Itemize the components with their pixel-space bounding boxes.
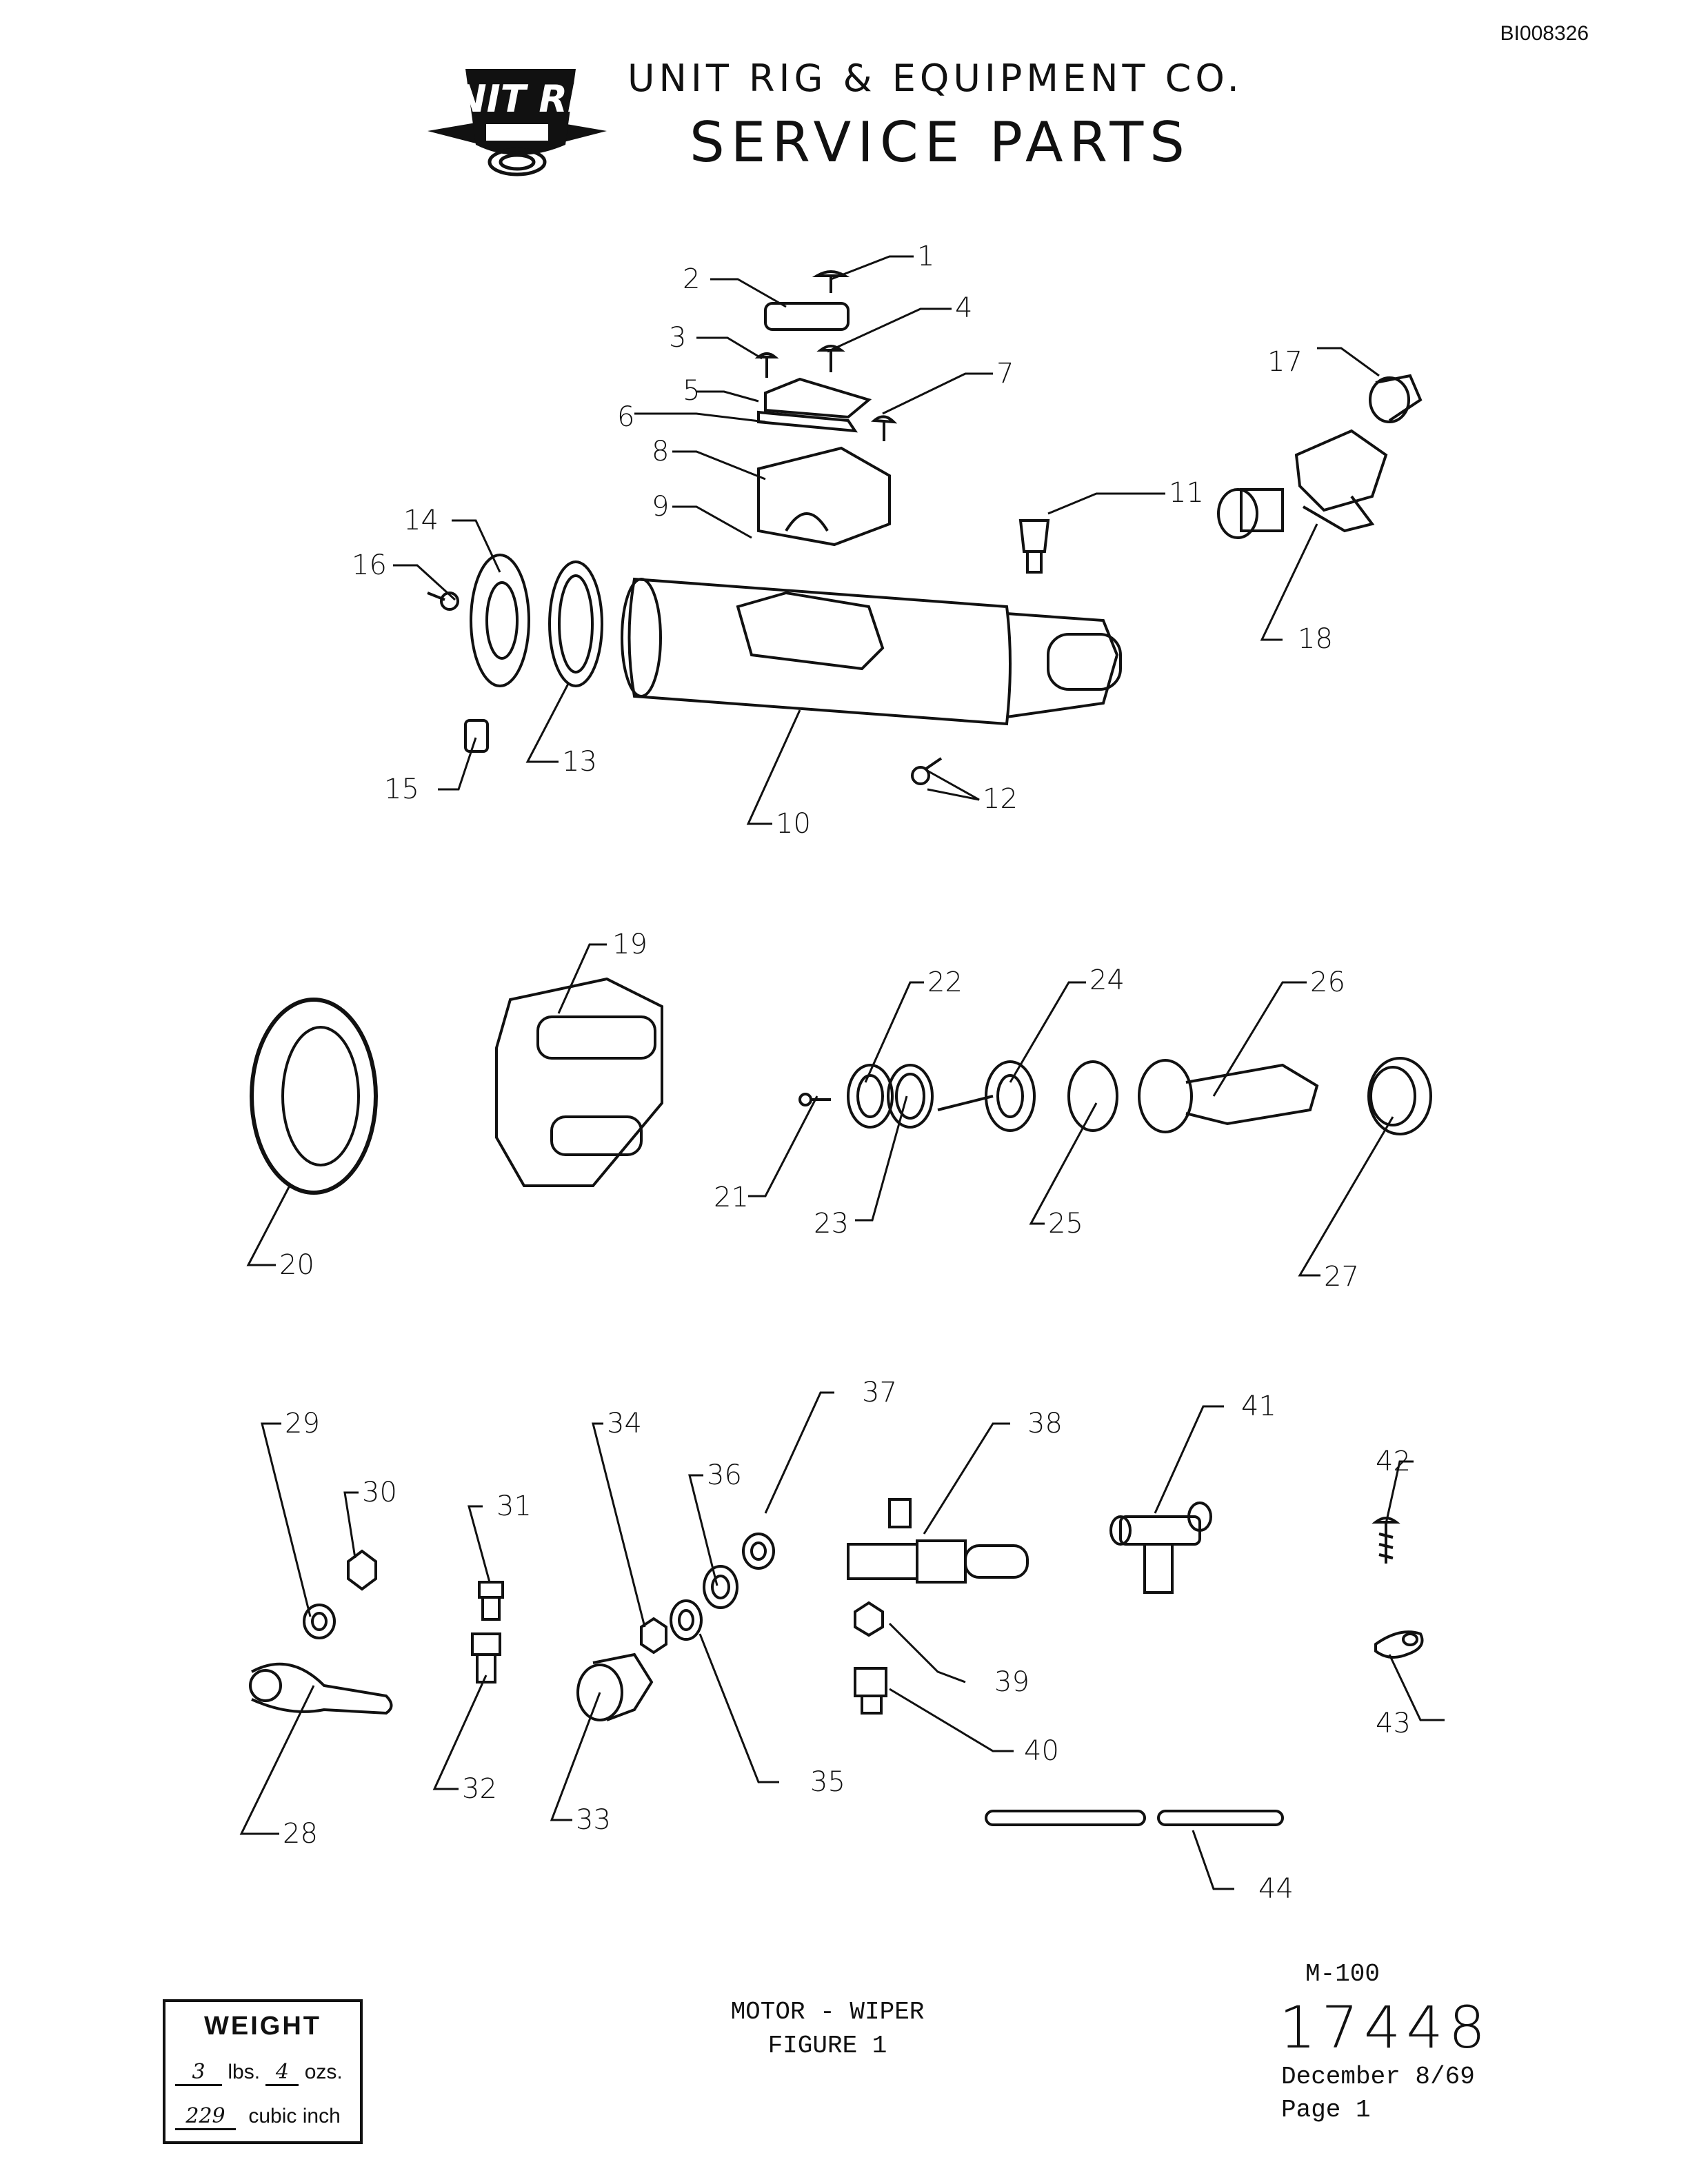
weight-lbs-value: 3 <box>175 2060 222 2086</box>
callout-20: 20 <box>279 1249 314 1281</box>
callout-15: 15 <box>384 774 419 805</box>
weight-ozs-unit: ozs. <box>304 2061 343 2083</box>
callout-23: 23 <box>814 1208 849 1240</box>
figure-caption: MOTOR - WIPER FIGURE 1 <box>662 1998 993 2060</box>
page-number: Page 1 <box>1281 2096 1371 2124</box>
unit-rig-logo: UNIT RIG <box>425 62 612 179</box>
callout-33: 33 <box>576 1804 611 1836</box>
callout-37: 37 <box>862 1377 897 1408</box>
callout-18: 18 <box>1298 623 1333 655</box>
callout-26: 26 <box>1310 967 1345 998</box>
weight-title: WEIGHT <box>204 2012 321 2041</box>
callout-35: 35 <box>810 1766 845 1798</box>
callout-32: 32 <box>462 1773 497 1805</box>
callout-30: 30 <box>362 1477 397 1508</box>
callout-27: 27 <box>1324 1261 1359 1293</box>
callout-38: 38 <box>1027 1408 1063 1439</box>
logo-text: UNIT RIG <box>428 77 607 121</box>
callout-7: 7 <box>996 358 1014 390</box>
callout-21: 21 <box>714 1182 749 1213</box>
weight-box: WEIGHT 3 lbs. 4 ozs. 229 cubic inch <box>163 1999 363 2144</box>
weight-volume: 229 cubic inch <box>175 2104 341 2130</box>
weight-ozs-value: 4 <box>265 2060 299 2086</box>
callout-34: 34 <box>607 1408 642 1439</box>
leader-lines <box>239 255 1445 1890</box>
callout-43: 43 <box>1376 1708 1411 1739</box>
callout-28: 28 <box>283 1818 318 1850</box>
caption-line-1: MOTOR - WIPER <box>730 1998 925 2026</box>
callout-22: 22 <box>927 967 963 998</box>
volume-value: 229 <box>175 2104 236 2130</box>
callout-1: 1 <box>917 241 934 272</box>
callout-10: 10 <box>776 808 811 840</box>
weight-lbs-ozs: 3 lbs. 4 ozs. <box>175 2060 343 2086</box>
callout-9: 9 <box>652 491 669 523</box>
page-title: SERVICE PARTS <box>690 110 1191 174</box>
callout-labels: 1 2 3 4 5 6 7 8 9 10 11 12 13 14 15 16 1… <box>279 241 1411 1905</box>
callout-13: 13 <box>562 746 597 778</box>
callout-17: 17 <box>1267 346 1303 378</box>
callout-40: 40 <box>1024 1735 1059 1767</box>
model-number: M-100 <box>1305 1960 1380 1988</box>
company-name: UNIT RIG & EQUIPMENT CO. <box>627 57 1243 100</box>
callout-3: 3 <box>669 322 686 354</box>
callout-4: 4 <box>955 292 972 324</box>
callout-14: 14 <box>403 505 439 536</box>
page-date: December 8/69 <box>1281 2063 1475 2091</box>
part-number: 17448 <box>1279 1994 1491 2061</box>
weight-lbs-unit: lbs. <box>228 2061 261 2083</box>
callout-25: 25 <box>1048 1208 1083 1240</box>
caption-line-2: FIGURE 1 <box>767 2032 887 2060</box>
callout-36: 36 <box>707 1459 742 1491</box>
callout-39: 39 <box>994 1666 1029 1698</box>
callout-16: 16 <box>352 549 387 581</box>
parts-group-3 <box>249 1498 1424 1826</box>
callout-12: 12 <box>983 783 1018 815</box>
volume-unit: cubic inch <box>248 2105 341 2127</box>
document-id: BI008326 <box>1500 22 1589 45</box>
callout-2: 2 <box>683 263 700 295</box>
callout-8: 8 <box>652 436 669 467</box>
callout-5: 5 <box>683 375 700 407</box>
callout-11: 11 <box>1169 477 1204 509</box>
callout-31: 31 <box>496 1490 532 1522</box>
parts-group-1 <box>427 270 1423 785</box>
callout-24: 24 <box>1089 964 1125 996</box>
callout-42: 42 <box>1376 1446 1411 1477</box>
callout-44: 44 <box>1258 1873 1294 1905</box>
callout-29: 29 <box>285 1408 320 1439</box>
parts-group-2 <box>250 977 1432 1195</box>
callout-6: 6 <box>617 401 634 433</box>
callout-41: 41 <box>1241 1391 1276 1422</box>
callout-19: 19 <box>612 929 647 960</box>
